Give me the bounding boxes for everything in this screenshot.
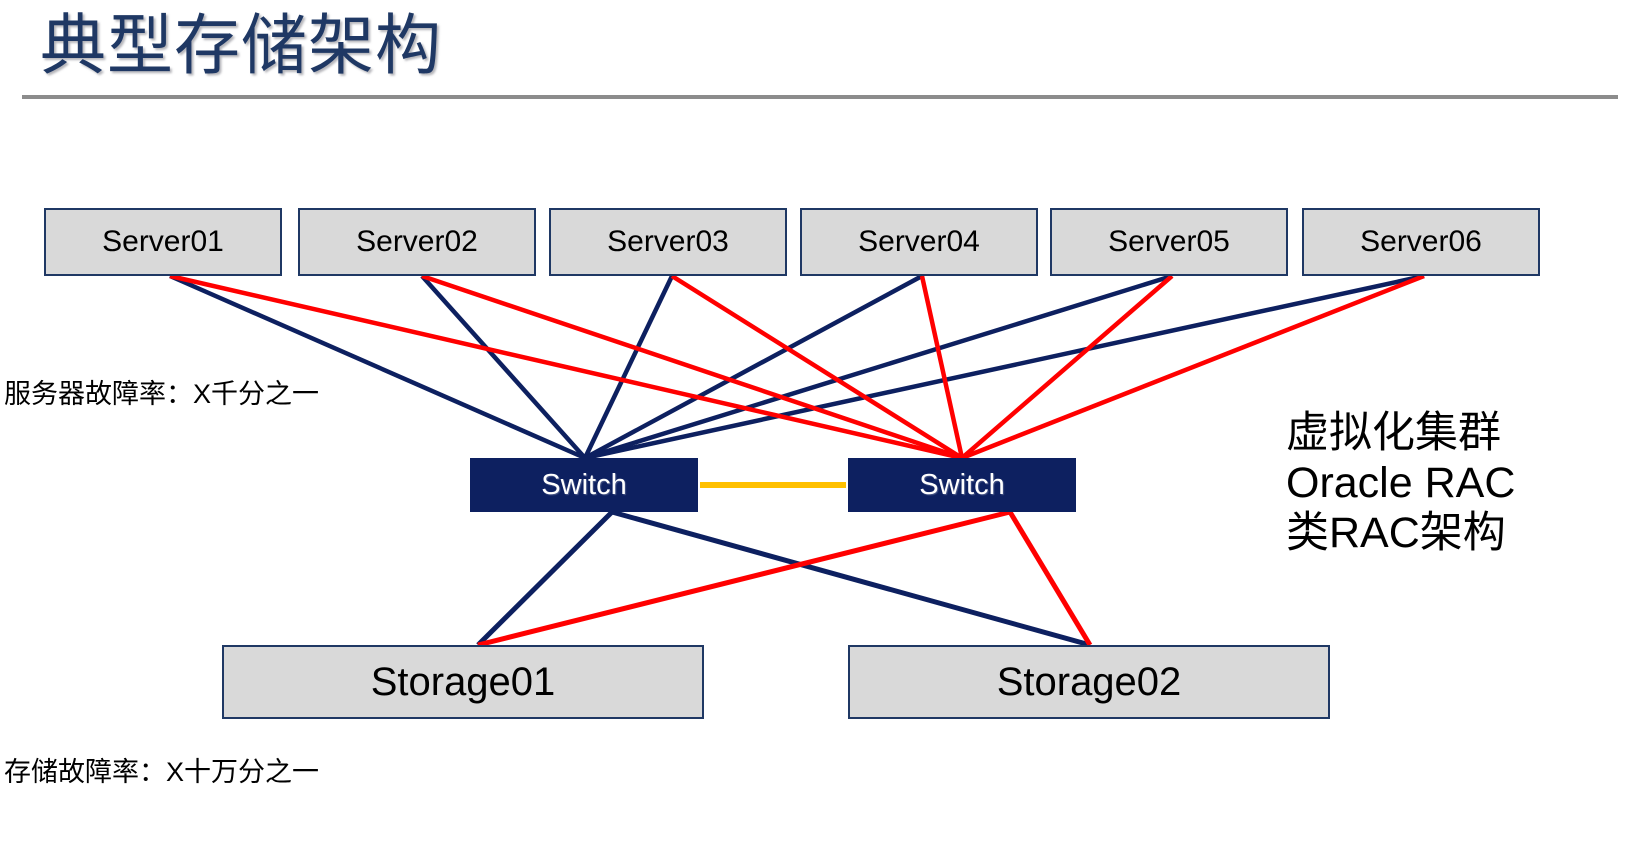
link-server-switch-b-5 — [960, 274, 1174, 460]
server-node-label: Server01 — [102, 225, 224, 258]
server-failure-rate-note: 服务器故障率：X千分之一 — [4, 379, 320, 409]
link-server-switch-a-2 — [420, 274, 587, 460]
link-switch-b-storage-2 — [1007, 510, 1093, 647]
link-switch-a-storage-1 — [476, 510, 614, 647]
link-server-switch-a-4 — [583, 274, 924, 460]
link-server-switch-b-2 — [421, 273, 963, 461]
storage-failure-rate-note: 存储故障率：X十万分之一 — [4, 757, 320, 787]
switch-node-1[interactable]: Switch — [470, 458, 698, 512]
server-to-switch-a-links — [169, 273, 1425, 461]
link-server-switch-a-3 — [582, 275, 675, 459]
server-node-6[interactable]: Server06 — [1302, 208, 1540, 276]
link-server-switch-b-4 — [919, 275, 965, 459]
cluster-note-line-1: 虚拟化集群 — [1286, 409, 1501, 457]
server-node-5[interactable]: Server05 — [1050, 208, 1288, 276]
cluster-note: 虚拟化集群 Oracle RAC 类RAC架构 — [1286, 408, 1515, 558]
server-node-label: Server04 — [858, 225, 980, 258]
server-node-label: Server03 — [607, 225, 729, 258]
server-node-4[interactable]: Server04 — [800, 208, 1038, 276]
link-server-switch-b-1 — [169, 273, 963, 461]
switch-node-label: Switch — [919, 468, 1005, 501]
server-node-2[interactable]: Server02 — [298, 208, 536, 276]
link-switch-b-storage-1 — [477, 509, 1011, 648]
switch-node-2[interactable]: Switch — [848, 458, 1076, 512]
server-node-3[interactable]: Server03 — [549, 208, 787, 276]
link-server-switch-a-5 — [584, 273, 1173, 461]
storage-node-label: Storage01 — [370, 659, 556, 704]
server-node-label: Server02 — [356, 225, 478, 258]
server-node-label: Server05 — [1108, 225, 1230, 258]
title-divider — [22, 95, 1618, 99]
link-server-switch-a-6 — [584, 273, 1425, 461]
server-node-1[interactable]: Server01 — [44, 208, 282, 276]
switch-a-to-storage-links — [476, 509, 1091, 648]
cluster-note-line-3: 类RAC架构 — [1286, 509, 1506, 557]
storage-node-2[interactable]: Storage02 — [848, 645, 1330, 719]
storage-node-1[interactable]: Storage01 — [222, 645, 704, 719]
switch-b-to-storage-links — [477, 509, 1093, 648]
server-to-switch-b-links — [169, 273, 1425, 461]
switch-node-label: Switch — [541, 468, 627, 501]
link-server-switch-b-3 — [670, 274, 964, 460]
link-server-switch-a-1 — [169, 273, 586, 461]
storage-node-label: Storage02 — [996, 659, 1182, 704]
page-title: 典型存储架构 — [40, 8, 442, 82]
link-server-switch-b-6 — [961, 273, 1425, 461]
server-node-label: Server06 — [1360, 225, 1482, 258]
cluster-note-line-2: Oracle RAC — [1286, 459, 1516, 507]
link-switch-a-storage-2 — [611, 509, 1091, 648]
